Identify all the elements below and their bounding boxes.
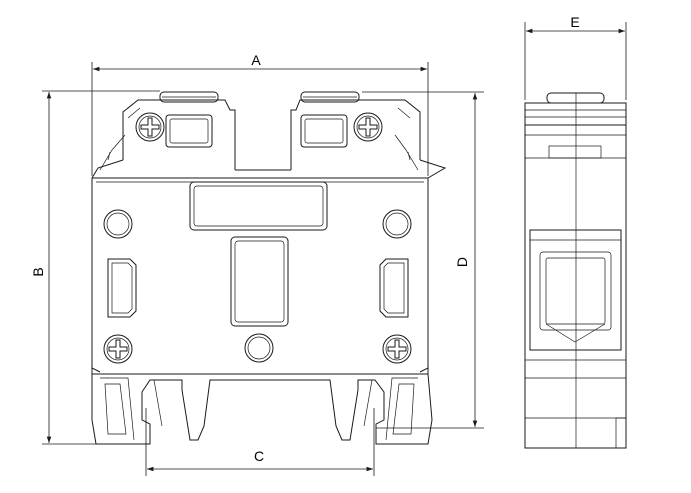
left-top-bump	[159, 91, 219, 103]
center-slot	[230, 236, 289, 327]
left-wire-window	[165, 114, 213, 148]
side-top-cap	[524, 102, 627, 126]
dimension-label-d: D	[454, 257, 470, 267]
front-view	[91, 91, 447, 445]
dimension-label-b: B	[30, 267, 46, 276]
right-clamp-housing	[290, 99, 421, 170]
dimension-label-c: C	[254, 448, 264, 464]
side-top-bump	[546, 92, 605, 104]
left-clamp-housing	[122, 99, 236, 170]
bottom-left-screw	[103, 334, 133, 364]
side-body	[524, 124, 627, 449]
mounting-hole-upper-right	[382, 209, 412, 239]
top-left-screw	[135, 112, 165, 142]
main-body	[91, 177, 429, 375]
bottom-right-screw	[382, 334, 412, 364]
dimension-annotations: A B C D E	[30, 14, 627, 476]
side-clamp-window	[529, 229, 622, 351]
right-side-profile	[419, 159, 447, 373]
din-rail-foot	[91, 373, 433, 445]
right-wire-window	[300, 114, 348, 148]
marker-label-area	[189, 181, 328, 231]
side-view	[524, 92, 627, 449]
mounting-hole-bottom-center	[244, 333, 274, 363]
mounting-hole-upper-left	[103, 209, 133, 239]
left-side-slot	[107, 258, 137, 318]
dimension-label-a: A	[251, 52, 261, 68]
dimension-label-e: E	[570, 14, 579, 30]
right-top-bump	[300, 91, 360, 103]
top-right-screw	[353, 112, 383, 142]
right-side-slot	[379, 258, 409, 318]
